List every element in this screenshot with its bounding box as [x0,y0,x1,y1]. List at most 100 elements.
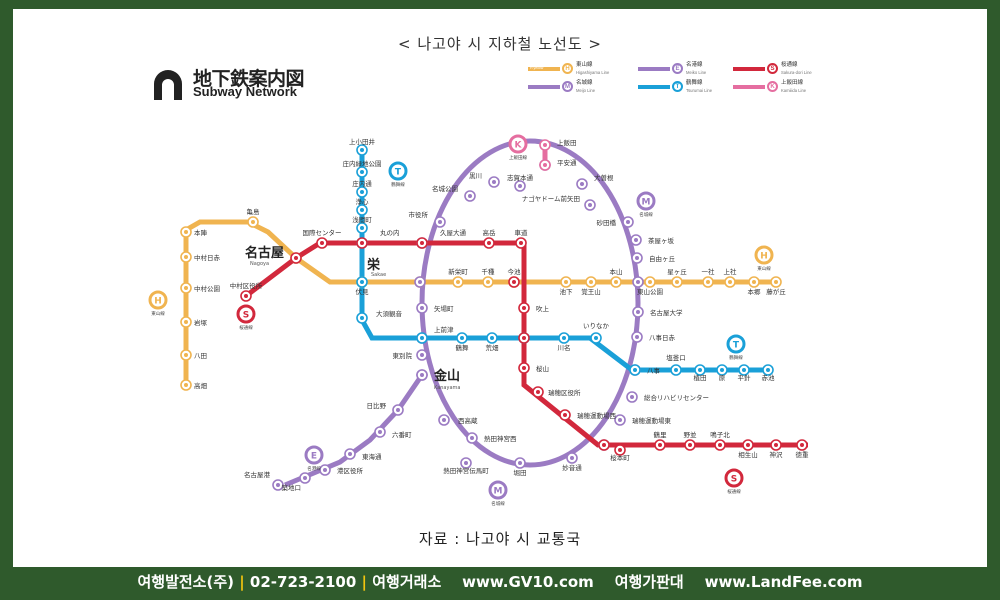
station-label: 庄内通 [352,179,372,188]
station-label: 黒川 [469,172,482,180]
footer-site1-link[interactable]: www.GV10.com [462,573,594,591]
station-label: 東海通 [362,452,382,461]
legend-line-name-en: Kamiiida Line [781,88,807,93]
station-label: 新栄町 [448,267,468,276]
footer-phone: 02-723-2100 [249,573,357,591]
station-marker-dot [348,452,352,456]
station-marker-dot [630,395,634,399]
station-marker-dot [492,180,496,184]
station-label: 中村区役所 [230,281,263,290]
legend-line-badge: M [562,81,573,92]
line-badges: T鶴舞線K上飯田線M名城線H東山線S桜通線H東山線T鶴舞線E名港線M名城線S桜通… [148,134,774,507]
station-label: 浅間町 [352,215,372,224]
footer-site1-label: 여행거래소 [372,573,442,591]
footer-separator: | [239,573,250,591]
line-badge-letter: K [515,141,523,151]
legend-line-name-en: Tsurumai Line [686,88,713,93]
logo-title-jp: 地下鉄案内図 [193,68,305,90]
legend-line-name-jp: 桜通線 [781,62,798,68]
line-badge-letter: H [154,297,162,307]
line-badge-circle [726,334,746,354]
footer-site2-link[interactable]: www.LandFee.com [704,573,863,591]
station-marker-dot [635,335,639,339]
station-label: 伏見 [356,287,370,296]
footer-bar: 여행발전소(주) | 02-723-2100 | 여행거래소 www.GV10.… [0,571,1000,593]
station-label: 本郷 [748,287,762,296]
station-label: 東山公園 [637,287,663,296]
station-marker-dot [752,280,756,284]
station-label: 荒畑 [486,343,500,352]
station-marker-dot [618,448,622,452]
station-label: 上飯田 [557,138,577,147]
station-marker-dot [464,461,468,465]
line-badge-circle [636,191,656,211]
station-marker-dot [438,220,442,224]
station-marker-dot [184,255,188,259]
station-marker-dot [536,390,540,394]
station-label: 星ヶ丘 [667,267,687,276]
legend-line-badge: E [672,63,683,74]
legend-line-name-jp: 名城線 [576,80,593,86]
station-marker-dot [522,366,526,370]
line-badge-label: 桜通線 [239,324,253,331]
station-marker-dot [688,443,692,447]
subway-logo-icon [154,70,182,100]
station-label: 桜本町 [610,453,630,462]
station-label: 本山 [610,267,623,276]
station-marker-dot [594,336,598,340]
line-badge-circle [148,290,168,310]
station-label: 徳重 [796,450,810,459]
station-marker-dot [602,443,606,447]
station-marker-dot [562,336,566,340]
station-marker-dot [522,336,526,340]
station-label: 砂田橋 [597,218,617,227]
station-label: 川名 [558,343,571,352]
station-label: 鳴子北 [710,430,730,439]
line-badge-letter: H [760,252,768,262]
station-marker-dot [634,238,638,242]
legend-line-swatch [638,85,670,89]
station-marker-dot [184,286,188,290]
station-label: 野並 [684,430,698,439]
station-marker-dot [589,280,593,284]
station-label: 八事日赤 [649,333,676,342]
station-marker-dot [614,280,618,284]
station-marker-dot [543,143,547,147]
line-badge-circle [724,468,744,488]
station-label: 名城公園 [432,184,458,193]
station-label: 大須観音 [376,309,403,318]
station-marker-dot [420,353,424,357]
station-marker-dot [294,256,298,260]
station-label: 港区役所 [337,466,364,475]
station-marker-dot [244,294,248,298]
station-marker-dot [718,443,722,447]
station-markers [180,139,808,491]
station-marker-dot [360,226,364,230]
legend-line-name-jp: 上飯田線 [781,80,804,86]
legend-line-badge: S [767,63,778,74]
station-label: 池下 [560,287,574,296]
station-label: 原 [719,374,726,382]
station-label: 久屋大通 [440,228,467,237]
station-marker-dot [360,241,364,245]
station-label: 相生山 [738,450,758,459]
legend-line-badge: T [672,81,683,92]
footer-company: 여행발전소(주) [137,573,234,591]
legend-line-name-en: Meijo Line [576,88,596,93]
line-badge-circle [754,245,774,265]
station-marker-dot [564,280,568,284]
station-label: 車道 [515,228,529,237]
station-marker-dot [658,443,662,447]
station-marker-dot [674,368,678,372]
station-marker-dot [184,383,188,387]
line-badge-letter: T [733,341,740,351]
station-label: 堀田 [514,468,527,477]
station-marker-dot [570,456,574,460]
station-label: 大曽根 [594,173,614,182]
